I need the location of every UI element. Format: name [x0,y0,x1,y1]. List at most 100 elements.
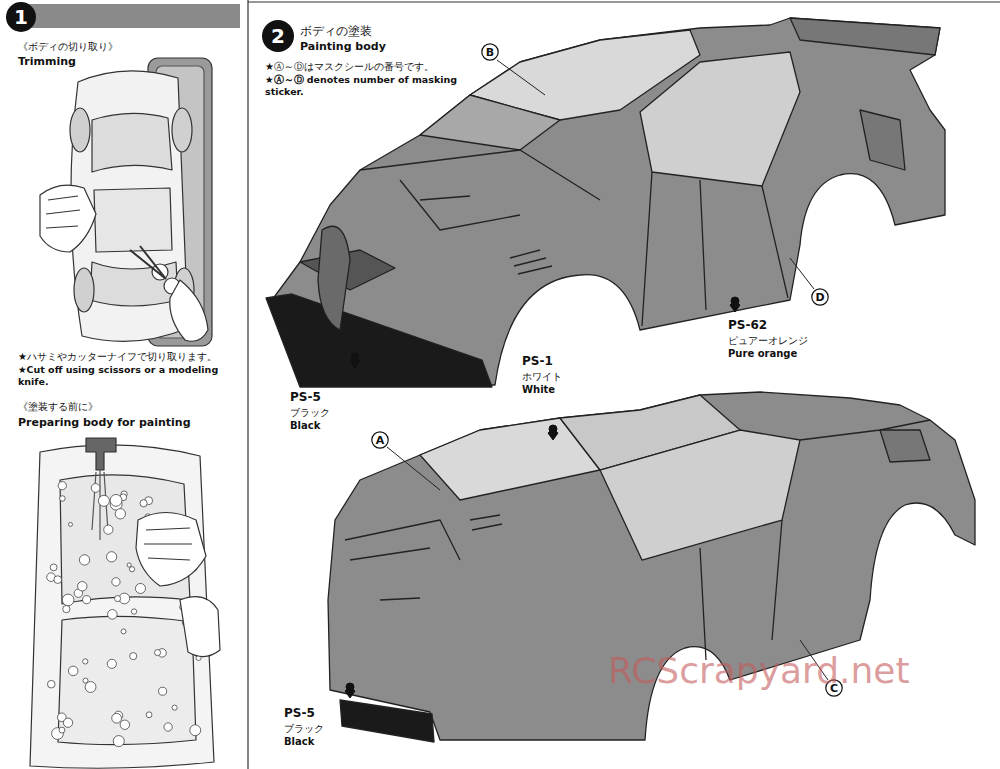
paint-code: PS-62 [728,318,767,334]
section-heading: Trimming [18,55,76,69]
trimming-illustration [40,58,212,346]
soap-bubbles [83,659,88,664]
callout-letter: A [376,435,385,446]
soap-bubbles [59,727,65,733]
paint-marker [351,353,359,361]
trimming-illustration [92,113,172,172]
note-text: ★Ⓐ～Ⓓ denotes number of masking sticker. [265,74,460,99]
leader-lines [497,60,545,95]
trimming-illustration [70,108,90,152]
soap-bubbles [104,525,113,534]
soap-bubbles [91,484,100,493]
soap-bubbles [112,578,120,586]
soap-bubbles [113,736,124,747]
car-body-front-view [266,294,492,387]
paint-code: PS-5 [290,390,321,406]
paint-code: PS-1 [522,354,553,370]
washing-illustration [86,438,116,470]
mask-callout: D [811,288,829,306]
paint-marker [345,297,740,698]
trimming-illustration [40,185,96,252]
car-body-rear-view [328,392,975,742]
paint-marker [346,683,354,691]
step-number: 1 [6,2,36,32]
soap-bubbles [68,522,72,526]
soap-bubbles [120,720,129,729]
soap-bubbles [112,713,122,723]
paint-color-name: Black [284,735,314,748]
section-heading: 《塗装する前に》 [18,400,98,413]
soap-bubbles [50,564,57,571]
soap-bubbles [129,567,134,572]
section-heading: 《ボディの切り取り》 [18,40,118,53]
washing-illustration [136,513,206,587]
car-body-front-view [642,172,788,326]
page-frame [28,4,240,28]
trimming-illustration [130,246,166,279]
washing-illustration [58,616,196,744]
callout-letter: B [486,47,494,58]
soap-bubbles [135,583,145,593]
trimming-illustration [172,108,192,152]
soap-bubbles [146,712,152,718]
leader-lines [387,60,828,680]
soap-bubbles [172,705,177,710]
soap-bubbles [63,605,70,612]
soap-bubbles [79,555,89,565]
note-text: ★Ⓐ～Ⓓはマスクシールの番号です。 [265,60,465,73]
car-body-rear-view [345,520,460,600]
soap-bubbles [83,596,91,604]
soap-bubbles [106,552,116,562]
leader-lines [387,447,440,490]
soap-bubbles [115,509,125,519]
paint-color-name: White [522,383,555,396]
car-body-rear-view [328,392,975,740]
page-frame [247,0,248,769]
step-title: ボディの塗装 [300,24,372,40]
soap-bubbles [154,650,160,656]
car-body-rear-view [470,515,502,530]
car-body-front-view [360,150,600,230]
circle-outline [482,44,498,60]
trimming-illustration [74,268,94,312]
soap-bubbles [98,495,109,506]
step-title: Painting body [300,40,386,54]
mask-callout: A [371,431,389,449]
soap-bubbles [62,594,74,606]
paint-color-name: ブラック [290,406,330,419]
soap-bubbles [130,653,137,660]
washing-illustration [144,528,192,560]
soap-bubbles [127,563,131,567]
soap-bubbles [107,659,116,668]
circle-outline [372,432,388,448]
paint-marker [731,297,739,305]
car-body-rear-view [600,430,800,560]
page-frame [28,0,1000,769]
soap-bubbles [115,596,121,602]
page-frame [248,1,1000,2]
note-text: ★ハサミやカッターナイフで切り取ります。 [18,350,246,363]
paint-color-name: ホワイト [522,370,562,383]
trimming-illustration [170,280,208,341]
soap-bubbles [85,682,96,693]
mask-callout: B [481,43,499,61]
soap-bubbles [140,500,147,507]
washing-illustration [180,597,220,657]
paint-color-name: Black [290,419,320,432]
paint-marker [549,425,557,433]
car-body-front-view [420,95,560,150]
soap-bubbles [58,482,66,490]
soap-bubbles [47,680,55,688]
soap-bubbles [78,582,87,591]
trimming-illustration [46,196,80,228]
soap-bubbles [190,725,201,736]
soap-bubbles [121,629,126,634]
soap-bubbles [159,687,167,695]
soap-bubbles [54,576,62,584]
note-text: ★Cut off using scissors or a modeling kn… [18,364,246,389]
callout-letter: D [815,292,824,303]
circle-outline [262,20,294,52]
section-heading: Preparing body for painting [18,416,191,430]
car-body-front-view [640,52,800,186]
